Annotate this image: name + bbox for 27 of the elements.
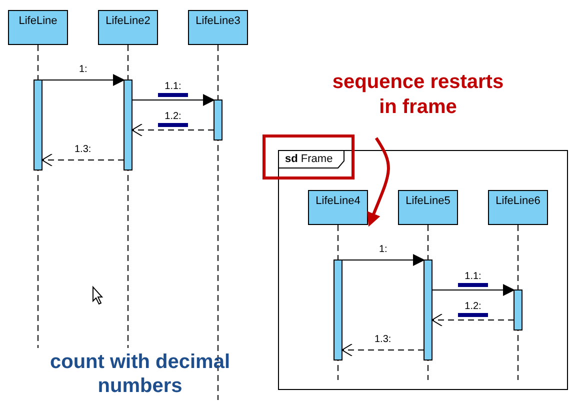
return-message-arrow [342,344,424,356]
message-label: 1: [378,244,388,255]
annotation-text: sequence restarts in frame [323,70,513,122]
return-message-arrow [132,124,214,136]
return-message-arrow [432,314,514,326]
lifeline-header: LifeLine5 [398,190,458,225]
lifeline-header: LifeLine6 [488,190,548,225]
lifeline-header: LifeLine3 [188,10,248,45]
message-label: 1.1: [158,81,188,97]
message-label: 1.3: [74,144,92,155]
frame-box [278,150,568,390]
return-message-arrow [42,154,124,166]
lifeline-header: LifeLine4 [308,190,368,225]
lifeline-header: LifeLine2 [98,10,158,45]
message-label: 1.2: [458,301,488,317]
lifeline-header: LifeLine [8,10,68,45]
arrow [367,137,390,227]
message-arrow [342,254,425,266]
message-label: 1.1: [458,271,488,287]
message-arrow [432,284,515,296]
frame-name: sd Frame [285,153,333,165]
message-label: 1: [78,64,88,75]
message-arrow [132,94,215,106]
message-arrow [42,74,125,86]
message-label: 1.3: [374,334,392,345]
note-text: count with decimal numbers [48,350,232,398]
message-label: 1.2: [158,111,188,127]
